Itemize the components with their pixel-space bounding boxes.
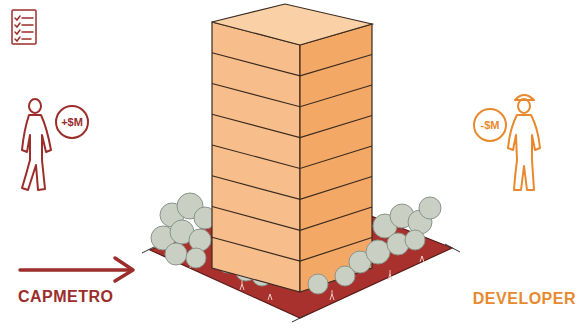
money-circle: -$M bbox=[473, 108, 507, 142]
capmetro-person bbox=[22, 99, 51, 190]
actor-label: CAPMETRO bbox=[18, 288, 114, 306]
checklist-icon bbox=[12, 10, 36, 44]
money-text: -$M bbox=[481, 119, 500, 131]
floor-line bbox=[212, 84, 372, 107]
floor-line bbox=[212, 207, 372, 231]
floor-line bbox=[212, 237, 372, 261]
floor-line bbox=[212, 53, 372, 76]
money-circle: +$M bbox=[55, 105, 89, 139]
trees-right bbox=[308, 197, 441, 294]
developer-person bbox=[508, 95, 540, 190]
money-text: +$M bbox=[61, 116, 83, 128]
flow-arrow bbox=[20, 258, 133, 281]
floor-line bbox=[212, 145, 372, 169]
tower bbox=[212, 4, 372, 292]
floor-line bbox=[212, 114, 372, 137]
floor-line bbox=[212, 176, 372, 200]
actor-label: DEVELOPER bbox=[473, 290, 576, 308]
